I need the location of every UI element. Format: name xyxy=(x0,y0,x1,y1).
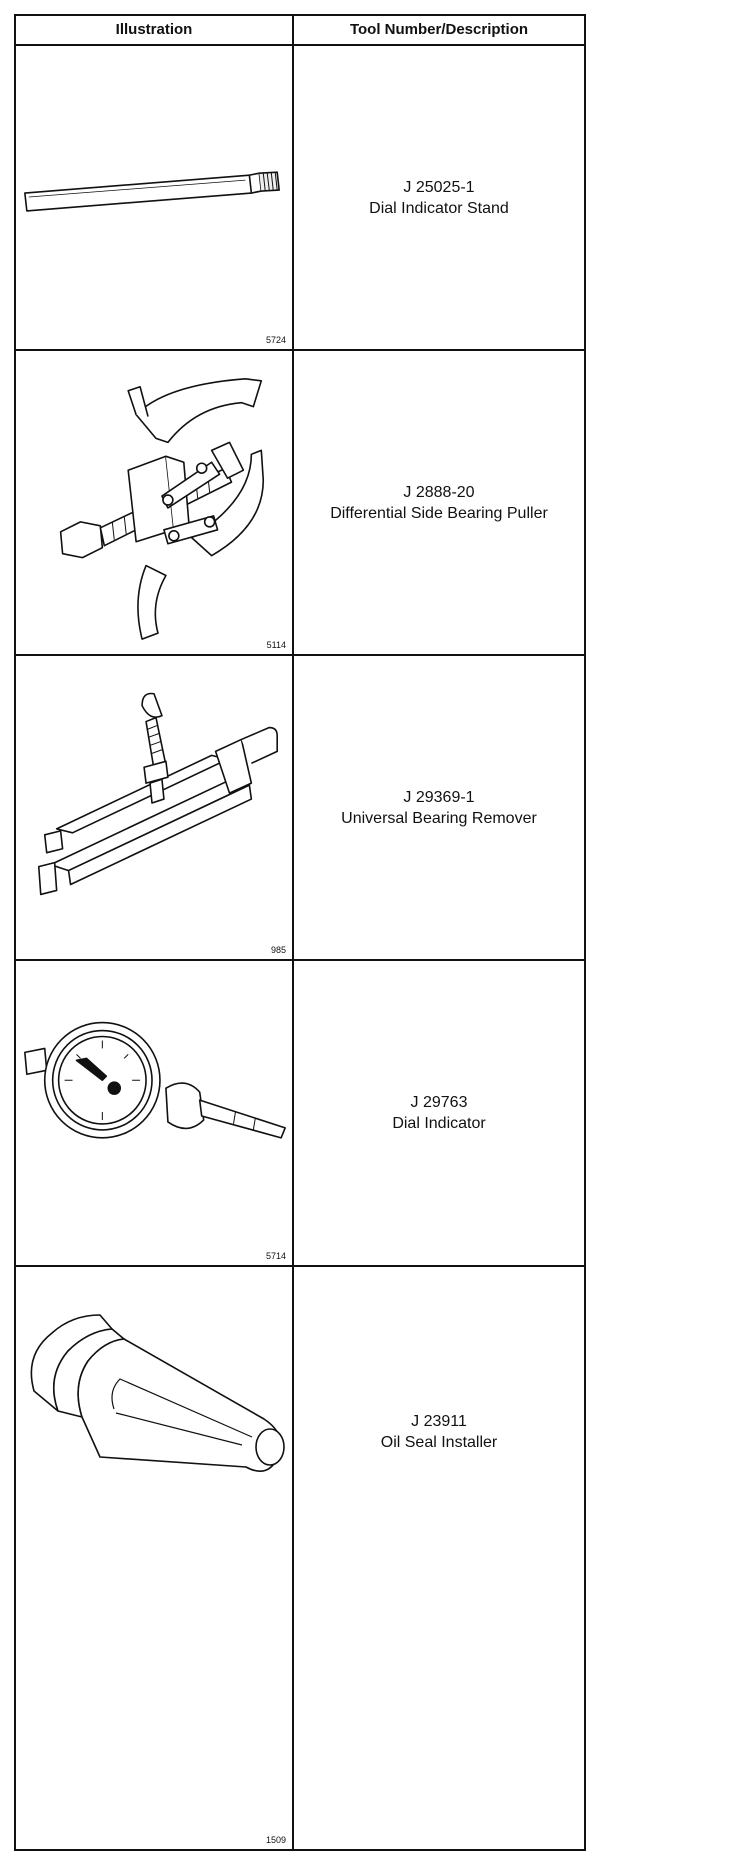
illustration-cell: 5724 xyxy=(16,46,292,349)
illustration-cell: 5714 xyxy=(16,961,292,1265)
figure-number: 5724 xyxy=(265,335,286,345)
figure-number: 5114 xyxy=(266,640,286,650)
illustration-cell: 985 xyxy=(16,656,292,959)
tool-description-cell: J 23911 Oil Seal Installer xyxy=(294,1267,584,1597)
tool-number: J 29369-1 xyxy=(403,788,475,806)
tool-description-cell: J 29369-1 Universal Bearing Remover xyxy=(294,656,584,959)
tool-description-cell: J 29763 Dial Indicator xyxy=(294,961,584,1265)
tool-number: J 23911 xyxy=(411,1413,467,1430)
tool-description: Differential Side Bearing Puller xyxy=(330,504,548,522)
header-illustration: Illustration xyxy=(115,21,193,38)
oil-seal-installer-icon xyxy=(16,1267,292,1849)
tool-description: Universal Bearing Remover xyxy=(341,809,537,827)
dial-indicator-icon xyxy=(16,961,292,1265)
table-header: Illustration Tool Number/Description xyxy=(16,16,584,46)
tool-description-cell: J 2888-20 Differential Side Bearing Pull… xyxy=(294,351,584,654)
table-row: 5114 J 2888-20 Differential Side Bearing… xyxy=(16,351,584,656)
tool-table: Illustration Tool Number/Description 572… xyxy=(14,14,586,1851)
bearing-remover-icon xyxy=(16,656,292,959)
column-divider xyxy=(292,16,294,1849)
tool-number: J 25025-1 xyxy=(403,178,475,196)
illustration-cell: 5114 xyxy=(16,351,292,654)
table-row: 5714 J 29763 Dial Indicator xyxy=(16,961,584,1267)
header-tool-number: Tool Number/Description xyxy=(349,21,529,38)
table-row: 1509 J 23911 Oil Seal Installer xyxy=(16,1267,584,1849)
tool-number: J 2888-20 xyxy=(403,483,475,501)
table-row: 985 J 29369-1 Universal Bearing Remover xyxy=(16,656,584,961)
dial-indicator-stand-icon xyxy=(16,46,292,349)
tool-description: Dial Indicator xyxy=(392,1115,486,1132)
figure-number: 1509 xyxy=(265,1835,286,1845)
tool-description: Dial Indicator Stand xyxy=(369,199,509,217)
figure-number: 5714 xyxy=(265,1251,286,1261)
figure-number: 985 xyxy=(270,945,286,955)
tool-description: Oil Seal Installer xyxy=(380,1434,498,1451)
table-row: 5724 J 25025-1 Dial Indicator Stand xyxy=(16,46,584,351)
bearing-puller-icon xyxy=(16,351,292,654)
illustration-cell: 1509 xyxy=(16,1267,292,1849)
tool-description-cell: J 25025-1 Dial Indicator Stand xyxy=(294,46,584,349)
tool-number: J 29763 xyxy=(410,1094,468,1111)
